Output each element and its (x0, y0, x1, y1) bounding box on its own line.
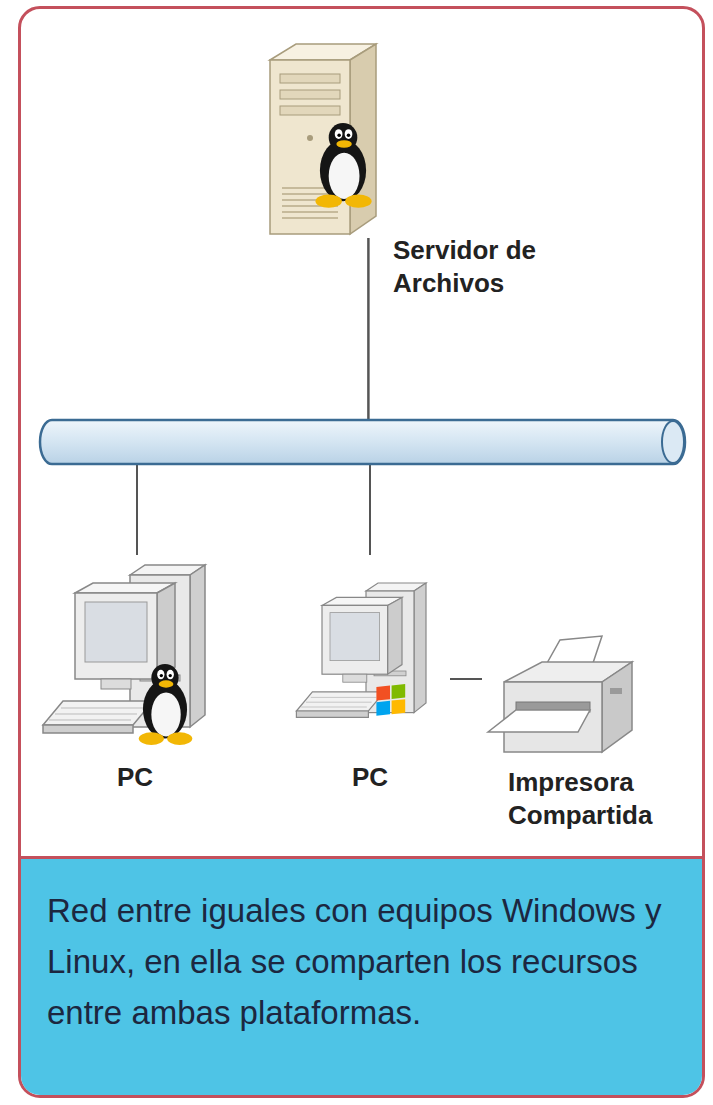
bus-tube (40, 420, 685, 464)
device-label: PC (290, 755, 450, 794)
device-label: PC (35, 755, 235, 794)
server-icon (248, 38, 388, 238)
caption-band: Red entre iguales con equipos Windows y … (21, 856, 702, 1095)
device-label: Servidor de Archivos (393, 234, 593, 299)
network-link (368, 238, 370, 555)
network-link (450, 678, 482, 680)
network-link (137, 238, 368, 555)
pc-icon (35, 555, 235, 755)
bus-end (662, 421, 684, 463)
device-label: Impresora Compartida (482, 762, 692, 831)
printer-icon (482, 632, 662, 762)
caption-text: Red entre iguales con equipos Windows y … (47, 885, 678, 1038)
pc-icon (290, 555, 450, 755)
device-node: PC (35, 555, 235, 794)
device-node: Impresora Compartida (482, 632, 692, 831)
device-node: Servidor de Archivos (248, 38, 388, 238)
device-node: PC (290, 555, 450, 794)
